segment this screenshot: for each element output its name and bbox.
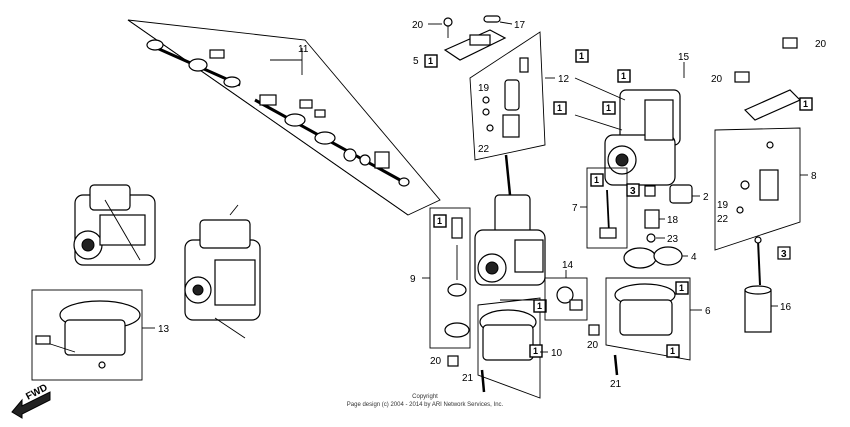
svg-text:1: 1: [679, 283, 684, 293]
part-18: [644, 209, 665, 229]
svg-text:3: 3: [630, 186, 636, 197]
diaphragm-4: [623, 246, 688, 269]
float-valve-assembly-9: 1: [422, 207, 471, 349]
callout-7: 7: [572, 203, 578, 214]
svg-text:1: 1: [533, 346, 538, 356]
slide-16: [744, 285, 778, 333]
svg-text:1: 1: [428, 56, 433, 66]
copyright-line1: Copyright: [412, 394, 438, 400]
jet-needle-3: 3: [754, 236, 791, 286]
throttle-valve-assembly-12: [469, 31, 555, 161]
svg-text:1: 1: [621, 71, 626, 81]
boxed-callout-shaft-b: 1: [617, 69, 631, 83]
svg-text:1: 1: [437, 216, 442, 226]
svg-text:1: 1: [670, 346, 675, 356]
callout-12: 12: [558, 74, 570, 85]
callout-22-left: 22: [478, 144, 490, 155]
callout-20-bottom-left: 20: [430, 356, 442, 367]
svg-text:1: 1: [803, 99, 808, 109]
callout-6: 6: [705, 306, 711, 317]
throttle-valve-assembly-8: [714, 127, 808, 251]
left-carburetor-body: [73, 184, 156, 266]
center-carburetor-body: [474, 154, 546, 301]
svg-text:1: 1: [579, 51, 584, 61]
svg-text:1: 1: [537, 301, 542, 311]
svg-text:1: 1: [606, 103, 611, 113]
upper-right-carburetor-body: [574, 77, 681, 186]
callout-2: 2: [703, 192, 709, 203]
boxed-callout-5: 1: [424, 54, 438, 68]
callout-20-bottom-mid: 20: [587, 340, 599, 351]
part-2: [669, 184, 700, 204]
callout-19-left: 19: [478, 83, 490, 94]
callout-21-right: 21: [610, 379, 622, 390]
callout-8: 8: [811, 171, 817, 182]
callout-9: 9: [410, 274, 416, 285]
callout-20-right: 20: [711, 74, 723, 85]
carb-top-cover-5: [443, 15, 507, 61]
callout-4: 4: [691, 252, 697, 263]
boxed-callout-shaft-c: 1: [553, 101, 567, 115]
svg-text:1: 1: [557, 103, 562, 113]
callout-19-right: 19: [717, 200, 729, 211]
callout-22-right: 22: [717, 214, 729, 225]
callout-15: 15: [678, 52, 690, 63]
callout-14: 14: [562, 260, 574, 271]
fwd-arrow: [11, 391, 51, 419]
callout-5: 5: [413, 56, 419, 67]
callout-18: 18: [667, 215, 679, 226]
callout-13: 13: [158, 324, 170, 335]
callout-10: 10: [551, 348, 563, 359]
right-top-cover: [734, 37, 802, 121]
callout-17: 17: [514, 20, 526, 31]
callout-20-far-right: 20: [815, 39, 827, 50]
needle-assembly-7: 1: [580, 167, 628, 249]
callout-11: 11: [298, 44, 309, 55]
callout-16: 16: [780, 302, 792, 313]
float-chamber-assembly-10: 1 1: [477, 297, 548, 399]
float-chamber-assembly-6: 1 1: [605, 277, 702, 361]
right-carburetor-body: [184, 204, 261, 339]
copyright-line2: Page design (c) 2004 - 2014 by ARI Netwo…: [347, 402, 504, 408]
callout-23: 23: [667, 234, 679, 245]
boxed-callout-3-left: 3: [626, 183, 640, 197]
float-chamber-assembly-13: [31, 289, 155, 381]
svg-text:3: 3: [781, 249, 787, 260]
boxed-callout-shaft-d: 1: [602, 101, 616, 115]
svg-text:1: 1: [594, 175, 599, 185]
throttle-shaft-assembly: [127, 19, 441, 216]
callout-20-top: 20: [412, 20, 424, 31]
boxed-callout-shaft-a: 1: [575, 49, 589, 63]
boxed-callout-right-cover: 1: [799, 97, 813, 111]
float-assembly-14: [544, 270, 588, 321]
callout-21-left: 21: [462, 373, 474, 384]
part-23: [646, 233, 665, 243]
